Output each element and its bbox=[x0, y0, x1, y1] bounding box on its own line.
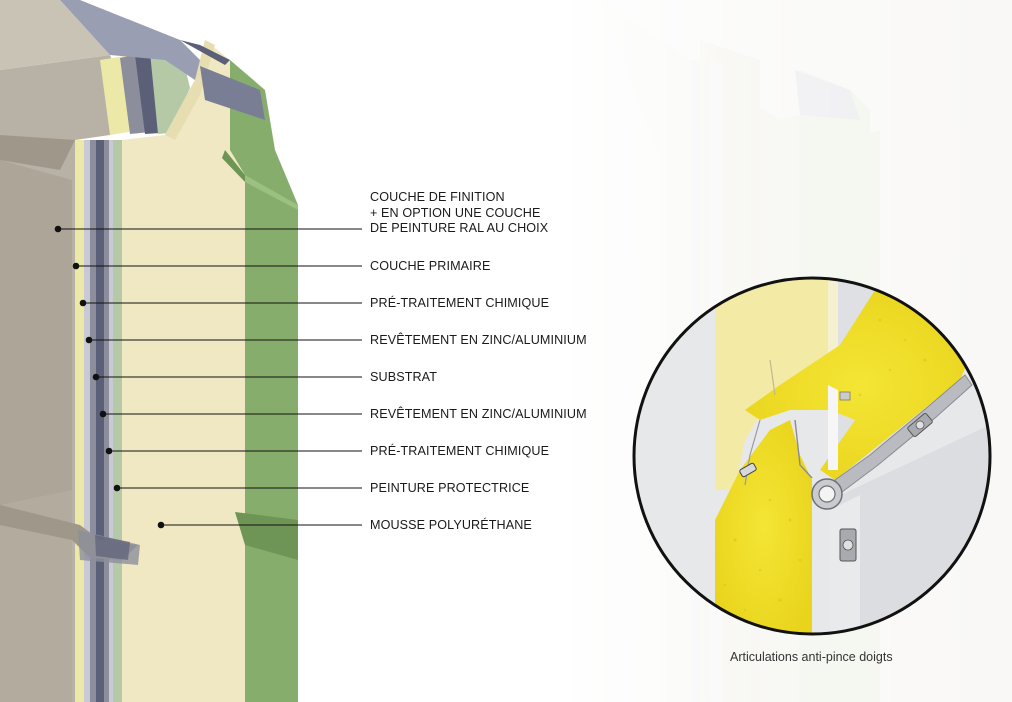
leader-lines bbox=[58, 228, 362, 526]
leader-dot-1 bbox=[54, 225, 62, 233]
label-polyurethane-foam-text: MOUSSE POLYURÉTHANE bbox=[370, 518, 532, 532]
layer-pretreatment-2 bbox=[109, 140, 113, 702]
label-primer-text: COUCHE PRIMAIRE bbox=[370, 259, 491, 273]
leader-dot-3 bbox=[79, 299, 87, 307]
layer-polyurethane-foam bbox=[122, 40, 245, 702]
layer-substrate bbox=[96, 140, 104, 702]
label-zinc-aluminium-2-text: REVÊTEMENT EN ZINC/ALUMINIUM bbox=[370, 407, 587, 421]
foam-block-upper bbox=[745, 290, 975, 480]
label-substrate: SUBSTRAT bbox=[370, 370, 437, 386]
leader-dots bbox=[54, 225, 165, 529]
label-substrate-text: SUBSTRAT bbox=[370, 370, 438, 384]
screw-lower bbox=[839, 528, 857, 562]
label-protective-paint: PEINTURE PROTECTRICE bbox=[370, 481, 529, 497]
label-zinc-aluminium-1: REVÊTEMENT EN ZINC/ALUMINIUM bbox=[370, 333, 587, 349]
leader-dot-9 bbox=[157, 521, 165, 529]
layer-zinc-2 bbox=[104, 140, 109, 702]
label-chemical-pretreatment-2-text: PRÉ-TRAITEMENT CHIMIQUE bbox=[370, 444, 550, 458]
leader-dot-4 bbox=[85, 336, 93, 344]
layer-primer bbox=[75, 140, 84, 702]
label-zinc-aluminium-1-text: REVÊTEMENT EN ZINC/ALUMINIUM bbox=[370, 333, 587, 347]
label-chemical-pretreatment-1: PRÉ-TRAITEMENT CHIMIQUE bbox=[370, 296, 549, 312]
label-finish-coat: COUCHE DE FINITION + EN OPTION UNE COUCH… bbox=[370, 190, 548, 237]
label-polyurethane-foam: MOUSSE POLYURÉTHANE bbox=[370, 518, 532, 534]
layer-protective-paint bbox=[113, 140, 122, 702]
leader-dot-8 bbox=[113, 484, 121, 492]
leader-dot-2 bbox=[72, 262, 80, 270]
panel-layers bbox=[0, 0, 298, 702]
layer-zinc-1 bbox=[90, 140, 96, 702]
label-zinc-aluminium-2: REVÊTEMENT EN ZINC/ALUMINIUM bbox=[370, 407, 587, 423]
label-chemical-pretreatment-1-text: PRÉ-TRAITEMENT CHIMIQUE bbox=[370, 296, 550, 310]
label-primer: COUCHE PRIMAIRE bbox=[370, 259, 490, 275]
screw-upper bbox=[907, 413, 933, 437]
label-finish-coat-line-2: + EN OPTION UNE COUCHE bbox=[370, 205, 541, 220]
detail-caption: Articulations anti-pince doigts bbox=[730, 650, 893, 664]
clip-small bbox=[739, 462, 757, 478]
layer-pretreatment-1 bbox=[84, 140, 90, 702]
label-chemical-pretreatment-2: PRÉ-TRAITEMENT CHIMIQUE bbox=[370, 444, 549, 460]
leader-dot-7 bbox=[105, 447, 113, 455]
foam-block-lower bbox=[715, 420, 812, 634]
leader-dot-6 bbox=[99, 410, 107, 418]
label-finish-coat-line-1: COUCHE DE FINITION bbox=[370, 190, 505, 204]
label-finish-coat-line-3: DE PEINTURE RAL AU CHOIX bbox=[370, 221, 549, 235]
leader-dot-5 bbox=[92, 373, 100, 381]
label-protective-paint-text: PEINTURE PROTECTRICE bbox=[370, 481, 530, 495]
